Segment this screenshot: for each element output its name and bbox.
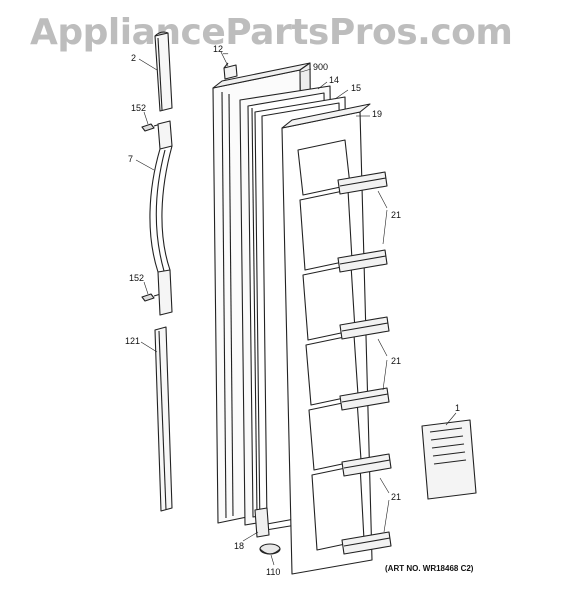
callout-14: 14 <box>329 75 340 85</box>
callout-2: 2 <box>131 53 137 63</box>
art-number-label: (ART NO. WR18468 C2) <box>385 564 474 573</box>
hinge-strip-part <box>254 507 270 538</box>
lower-trim-strip-part <box>154 326 173 512</box>
callout-900: 900 <box>313 62 329 72</box>
handle-part <box>149 120 173 316</box>
callout-21-middle: 21 <box>391 356 402 366</box>
manual-booklet-part <box>421 419 477 500</box>
callout-152-top: 152 <box>131 103 147 113</box>
callout-152-bottom: 152 <box>129 273 145 283</box>
door-bin-6-part <box>341 531 392 555</box>
bottom-cap-part <box>259 543 281 555</box>
leader-lines <box>135 51 457 566</box>
callout-21-upper: 21 <box>391 210 402 220</box>
door-liner-part <box>281 103 373 575</box>
callout-1: 1 <box>455 403 461 413</box>
door-bin-5-part <box>341 453 392 477</box>
callout-19: 19 <box>372 109 383 119</box>
callout-121: 121 <box>125 336 141 346</box>
callout-110: 110 <box>266 567 281 577</box>
top-trim-strip-part <box>154 31 173 112</box>
door-bin-2-part <box>337 249 388 273</box>
callout-15: 15 <box>351 83 362 93</box>
door-bin-1-part <box>337 171 388 195</box>
door-bin-4-part <box>339 387 390 411</box>
watermark-logo: AppliancePartsPros.com <box>30 12 513 53</box>
callout-21-lower: 21 <box>391 492 402 502</box>
callout-12x: 12_ <box>213 44 229 54</box>
small-block-part <box>223 62 238 80</box>
callout-18: 18 <box>234 541 245 551</box>
callout-7: 7 <box>128 154 134 164</box>
door-bin-3-part <box>339 316 390 340</box>
